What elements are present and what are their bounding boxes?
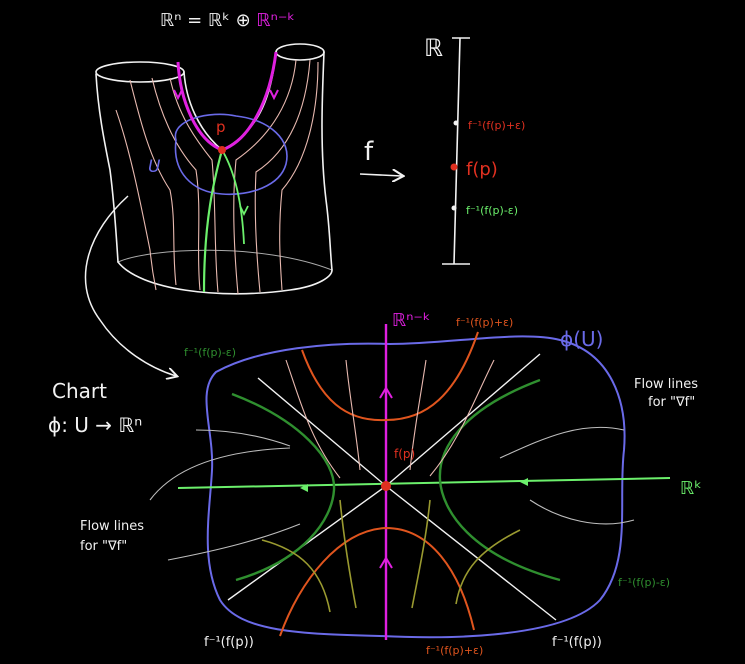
real-line — [442, 37, 470, 265]
magenta-arrow — [173, 89, 183, 101]
left-level-curve — [231, 392, 336, 582]
axis-arrow — [520, 478, 528, 486]
inner-right-wall — [221, 51, 277, 151]
horizontal-axis-label: ℝᵏ — [680, 478, 702, 499]
flow-line — [254, 59, 311, 293]
axis-arrow — [379, 556, 393, 569]
neighborhood-label: U — [148, 157, 161, 177]
flow-line — [279, 61, 319, 291]
bottom-rim-back — [117, 249, 333, 271]
neighborhood-U — [174, 113, 288, 196]
chart-title: Chart — [52, 379, 107, 403]
level-mid-label: f(p) — [466, 159, 498, 180]
level-upper-label: f⁻¹(f(p)+ε) — [468, 119, 525, 132]
upper-level-label-bottom: f⁻¹(f(p)+ε) — [426, 644, 483, 657]
flow-line — [167, 523, 301, 561]
flow-label-left-line2: for "∇f" — [80, 539, 127, 554]
flow-line — [169, 77, 219, 293]
outer-left-wall — [95, 73, 119, 263]
center-label: f(p) — [394, 447, 415, 461]
lower-level-curve — [279, 526, 475, 637]
upper-level-curve — [301, 331, 479, 422]
green-arrow — [239, 205, 249, 217]
flow-line — [499, 426, 625, 459]
chart-flow-lines-up — [285, 359, 495, 479]
upper-level-label: f⁻¹(f(p)+ε) — [456, 316, 513, 329]
chart-flow-lines-down — [261, 499, 521, 613]
zero-level-line — [257, 377, 557, 621]
chart-map-label: ϕ: U → ℝⁿ — [48, 413, 142, 437]
horizontal-axis — [177, 477, 671, 489]
flow-line — [129, 79, 177, 286]
zero-level-label-left: f⁻¹(f(p)) — [204, 635, 254, 650]
flow-line — [529, 499, 635, 525]
flow-line — [411, 499, 431, 609]
chart-arrow — [84, 195, 176, 376]
lower-level-label-right: f⁻¹(f(p)-ε) — [618, 576, 670, 589]
axis-arrow — [379, 386, 393, 399]
flow-line — [339, 499, 357, 609]
right-level-curve — [438, 378, 561, 582]
flow-label-right-line1: Flow lines — [634, 377, 698, 392]
flow-line — [261, 539, 331, 613]
chart-critical-point — [381, 481, 391, 491]
chart-region-boundary — [205, 335, 626, 639]
equation-text: ℝⁿ = ℝᵏ ⊕ ℝⁿ⁻ᵏ — [160, 10, 295, 31]
level-dot-mid — [450, 163, 458, 171]
flow-line — [149, 447, 291, 501]
left-tube-rim — [95, 61, 185, 83]
level-dot-upper — [453, 120, 459, 126]
inner-left-wall — [183, 71, 223, 151]
flow-line — [151, 77, 201, 291]
map-label: f — [364, 137, 374, 167]
bottom-rim-front — [117, 261, 333, 295]
flow-line — [345, 359, 361, 471]
zero-level-label-right: f⁻¹(f(p)) — [552, 635, 602, 650]
critical-level-curve — [176, 51, 278, 152]
flow-line — [233, 59, 297, 295]
level-dot-lower — [451, 205, 457, 211]
flow-line — [409, 359, 427, 471]
map-arrow — [359, 174, 402, 176]
axis-arrow — [300, 484, 308, 492]
level-lower-label: f⁻¹(f(p)-ε) — [466, 204, 518, 217]
chart-side-flow-lines — [149, 426, 635, 561]
surface-flow-lines — [115, 59, 319, 295]
magenta-arrow — [269, 89, 279, 101]
descending-green-line — [202, 149, 224, 293]
outer-right-wall — [321, 51, 333, 271]
critical-point — [218, 146, 226, 154]
flow-label-left-line1: Flow lines — [80, 519, 144, 534]
right-tube-rim — [275, 43, 325, 61]
real-line-label: ℝ — [424, 34, 443, 62]
flow-label-right-line2: for "∇f" — [648, 395, 695, 410]
vertical-axis-label: ℝⁿ⁻ᵏ — [392, 310, 431, 331]
descending-green-line — [221, 149, 245, 245]
chart-image-label: ϕ(U) — [560, 327, 603, 351]
point-label: p — [216, 118, 226, 136]
flow-line — [195, 429, 291, 447]
flow-line — [455, 529, 521, 605]
flow-line — [285, 359, 341, 479]
flow-line — [429, 359, 495, 477]
lower-level-label-left: f⁻¹(f(p)-ε) — [184, 346, 236, 359]
flow-line — [115, 109, 157, 291]
